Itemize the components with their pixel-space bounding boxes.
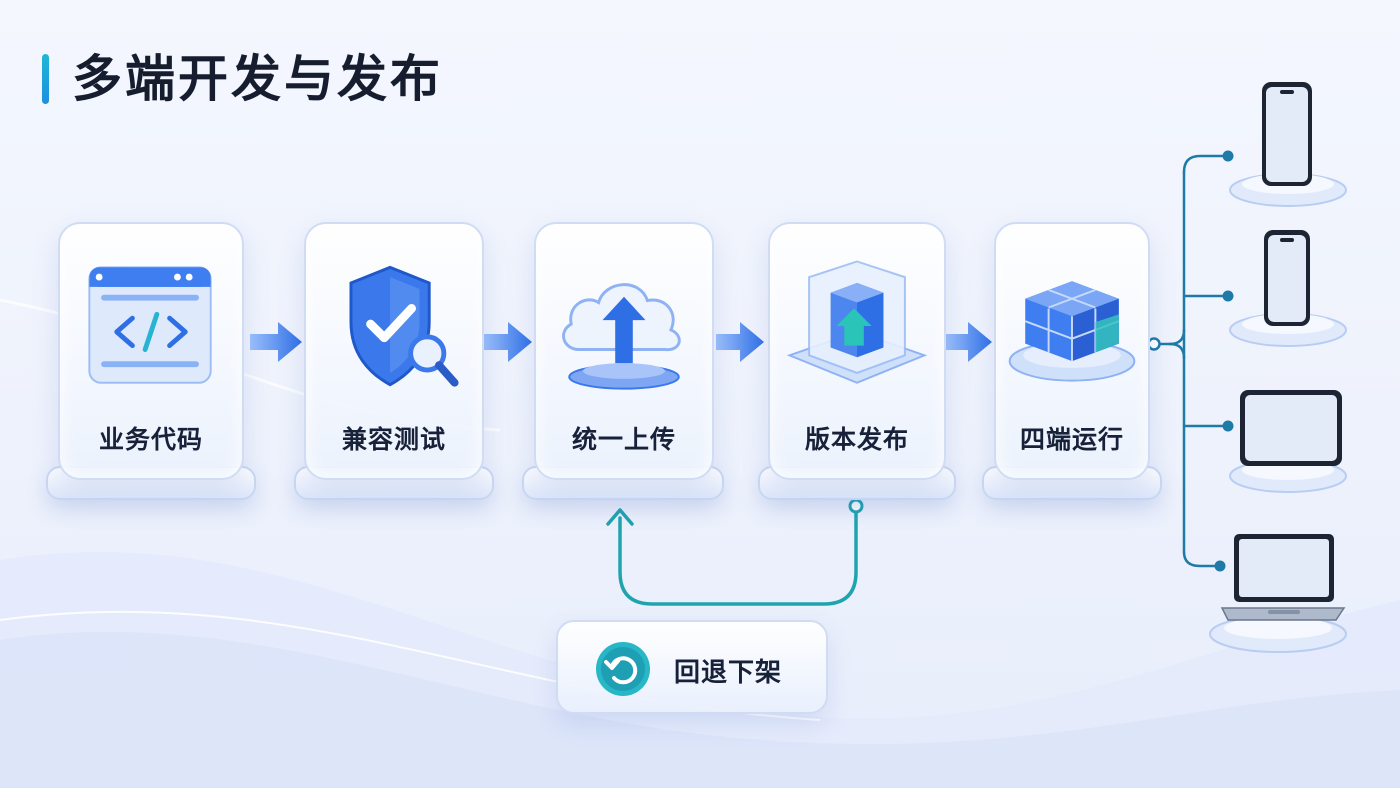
title-accent-bar	[42, 54, 49, 104]
step-label: 业务代码	[98, 425, 203, 454]
step-label: 版本发布	[804, 425, 909, 454]
code-window-icon	[88, 266, 212, 384]
branch-dot	[1214, 560, 1226, 572]
branch-dot	[1222, 150, 1234, 162]
cloud-upload-icon	[562, 283, 681, 390]
rollback-panel: 回退下架	[556, 620, 828, 714]
rollback-connector	[618, 506, 858, 606]
step-card-code: 业务代码	[58, 222, 244, 480]
step-card-release: 版本发布	[768, 222, 946, 480]
release-cube-icon	[786, 260, 928, 384]
branch-dot	[1222, 420, 1234, 432]
flow-arrow	[484, 322, 532, 362]
device-branch-lines	[1150, 154, 1228, 568]
phone-icon	[1229, 82, 1347, 207]
flow-arrow	[716, 322, 764, 362]
step-label: 统一上传	[571, 425, 676, 454]
branch-dot	[1222, 290, 1234, 302]
flow-arrow	[250, 322, 302, 362]
step-card-test: 兼容测试	[304, 222, 484, 480]
rollback-connector-dot	[848, 498, 864, 514]
rollback-label: 回退下架	[674, 658, 783, 688]
page-title: 多端开发与发布	[72, 50, 443, 108]
rollback-icon	[596, 642, 650, 696]
flow-arrow	[946, 322, 992, 362]
rollback-arrowhead	[606, 508, 634, 526]
cubes-platform-icon	[1008, 281, 1136, 382]
laptop-icon	[1209, 534, 1347, 653]
branch-origin-dot	[1147, 337, 1161, 351]
tablet-icon	[1229, 390, 1347, 493]
phone-icon	[1229, 230, 1347, 347]
shield-check-icon	[349, 265, 459, 387]
step-label: 四端运行	[1019, 425, 1124, 454]
step-card-upload: 统一上传	[534, 222, 714, 480]
step-card-run: 四端运行	[994, 222, 1150, 480]
step-label: 兼容测试	[341, 425, 446, 454]
